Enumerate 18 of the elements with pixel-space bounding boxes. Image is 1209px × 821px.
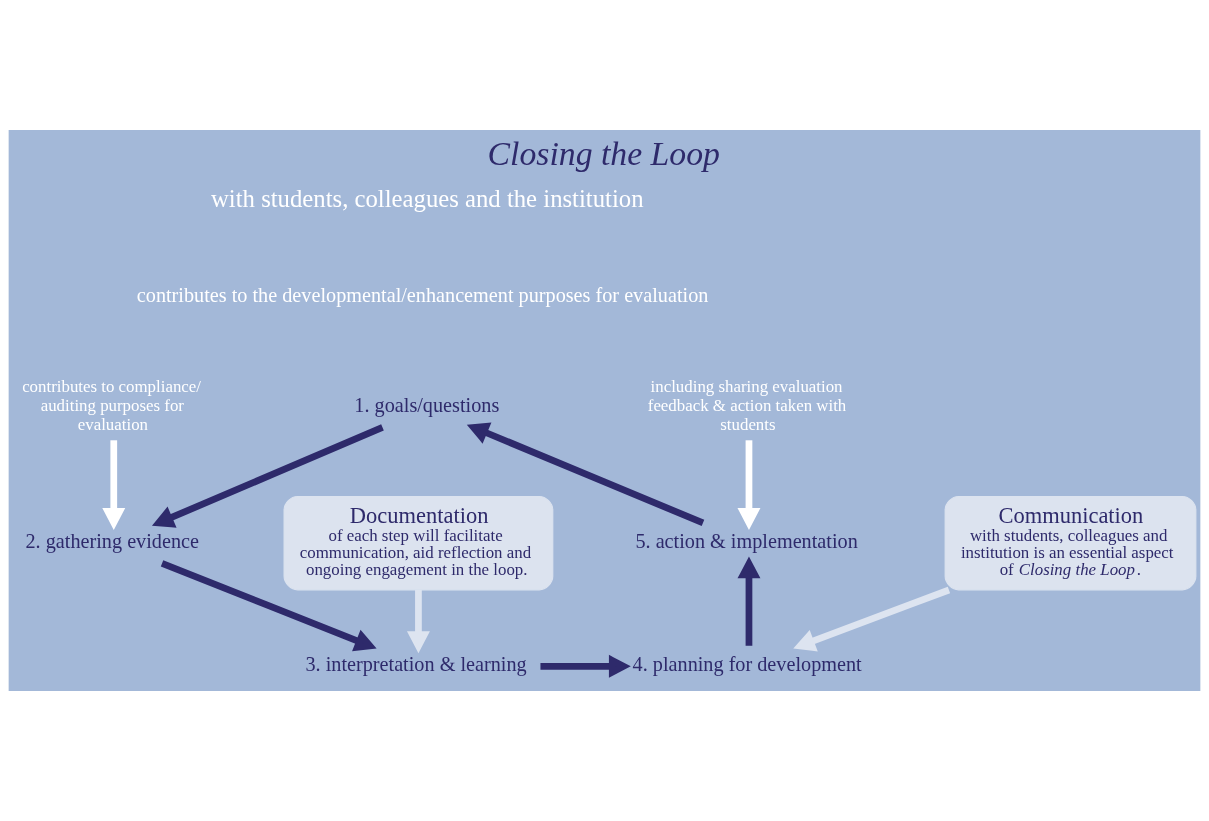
node-text: 1. goals/questions: [354, 394, 500, 417]
arrow: [466, 422, 705, 526]
arrow: [406, 590, 430, 654]
node-text: including sharing evaluation feedback & action taken with students: [647, 376, 847, 435]
node-text: 3. interpretation & learning: [305, 653, 527, 676]
node-text: 4. planning for development: [632, 653, 862, 676]
arrow: [540, 654, 631, 678]
node-text: contributes to compliance/ auditing purposes for evaluation: [22, 376, 201, 435]
label: contributes to the developmental/enhancement purposes for evaluation: [136, 284, 709, 307]
node-text: 5. action & implementation: [635, 530, 858, 553]
diagram-title: Closing the Loop: [487, 134, 720, 172]
node-box: Communication with students, colleagues and institution is an essential aspect of Closing the Loop.: [944, 495, 1197, 591]
arrow: [793, 586, 951, 652]
arrow: [151, 424, 384, 528]
arrow: [160, 560, 377, 652]
node-box: Documentation of each step will facilitate communication, aid reflection and ongoing engagement in the loop.: [283, 495, 554, 591]
label: with students, colleagues and the institution: [211, 185, 644, 213]
node-text: 2. gathering evidence: [25, 530, 199, 553]
